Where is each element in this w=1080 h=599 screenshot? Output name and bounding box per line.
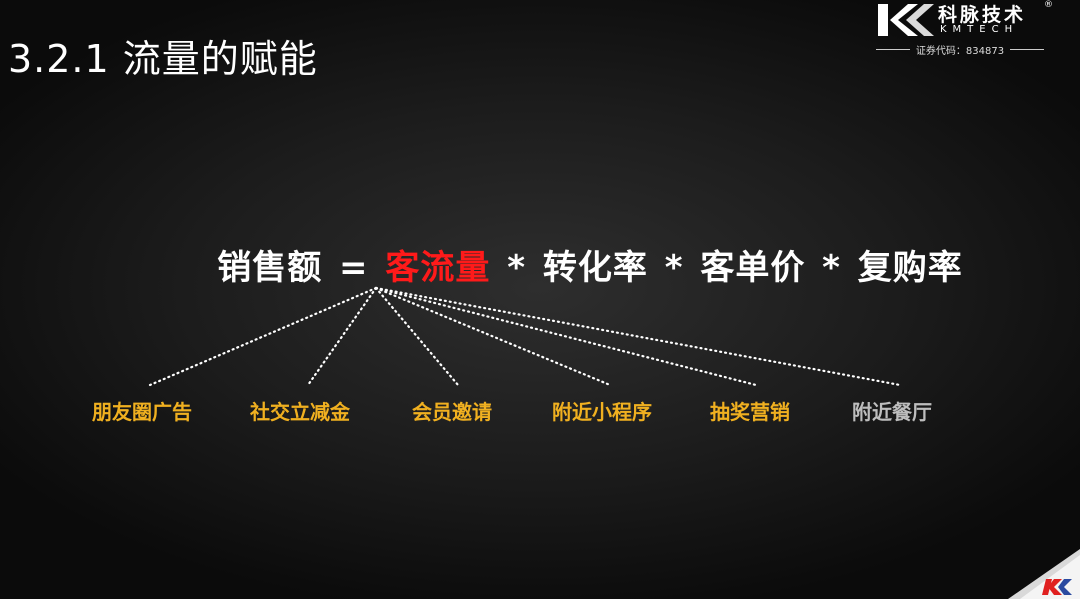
formula-term-traffic: 客流量 [385, 248, 491, 288]
channel-label: 朋友圈广告 [92, 400, 192, 424]
formula-operator: * [507, 248, 527, 288]
slide-title: 3.2.1 流量的赋能 [8, 37, 318, 81]
connector-line [374, 286, 902, 387]
logo-name: 科脉技术 [938, 4, 1027, 26]
formula-term-repurchase: 复购率 [857, 248, 963, 288]
logo-latin: KMTECH [940, 24, 1019, 35]
formula-operator: * [664, 248, 684, 288]
sales-formula: 销售额 = 客流量 * 转化率 * 客单价 * 复购率 [50, 240, 1080, 289]
connector-line [374, 286, 612, 387]
company-logo: 科脉技术 ® KMTECH 证券代码：834873 [876, 0, 1076, 57]
formula-term-conversion: 转化率 [542, 248, 648, 288]
channel-label: 附近餐厅 [852, 400, 932, 424]
connector-line [374, 286, 460, 387]
channel-label: 社交立减金 [250, 400, 350, 424]
channel-label: 抽奖营销 [710, 400, 790, 424]
connector-line [148, 286, 378, 387]
formula-lhs: 销售额 [217, 248, 323, 288]
formula-operator: * [822, 248, 841, 288]
formula-equals: = [339, 248, 369, 288]
kmtech-logo-icon [878, 4, 934, 36]
registered-mark: ® [1044, 0, 1053, 10]
channel-label: 会员邀请 [412, 400, 492, 424]
stock-code-text: 证券代码：834873 [915, 46, 1005, 57]
formula-term-order-value: 客单价 [700, 248, 806, 288]
connector-line [374, 286, 758, 387]
corner-logo-icon [1008, 549, 1080, 599]
divider [876, 49, 910, 50]
divider [1010, 49, 1044, 50]
connector-line [306, 286, 378, 387]
channel-label: 附近小程序 [552, 400, 652, 424]
stock-code: 证券代码：834873 [876, 42, 1044, 57]
